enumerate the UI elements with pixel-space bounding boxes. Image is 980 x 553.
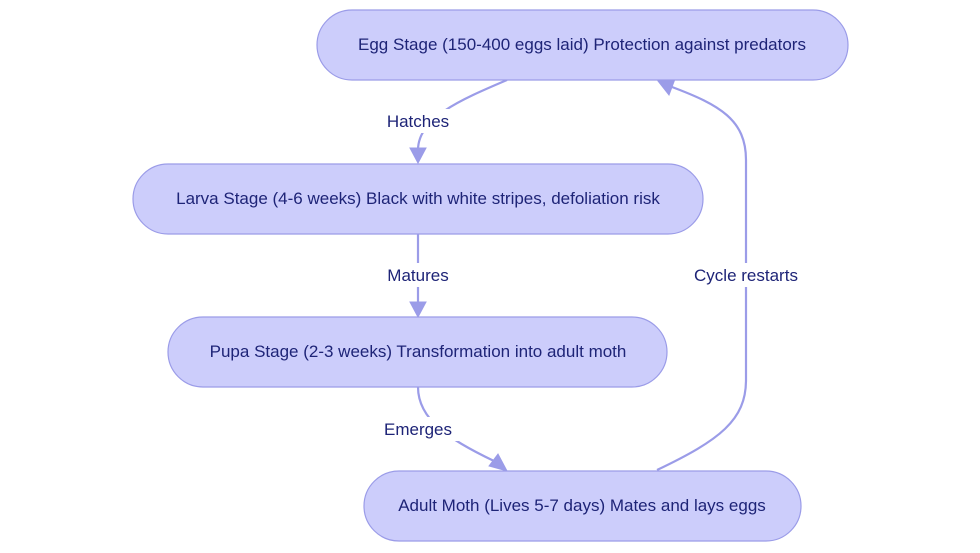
arrowhead-pupa bbox=[409, 301, 427, 319]
arrowhead-egg bbox=[657, 78, 676, 97]
edge-label-emerges: Emerges bbox=[384, 420, 452, 439]
arrowhead-larva bbox=[409, 147, 427, 165]
edge-label-cycle-restarts: Cycle restarts bbox=[694, 266, 798, 285]
edge-labels: Hatches Matures Emerges Cycle restarts bbox=[376, 109, 808, 441]
edge-label-hatches: Hatches bbox=[387, 112, 449, 131]
node-adult-moth-label: Adult Moth (Lives 5-7 days) Mates and la… bbox=[398, 496, 766, 515]
node-egg-stage-label: Egg Stage (150-400 eggs laid) Protection… bbox=[358, 35, 806, 54]
node-larva-stage: Larva Stage (4-6 weeks) Black with white… bbox=[132, 163, 704, 235]
node-adult-moth: Adult Moth (Lives 5-7 days) Mates and la… bbox=[363, 470, 802, 542]
node-larva-stage-label: Larva Stage (4-6 weeks) Black with white… bbox=[176, 189, 660, 208]
arrowhead-adult bbox=[488, 453, 508, 472]
edge-label-matures: Matures bbox=[387, 266, 448, 285]
node-pupa-stage-label: Pupa Stage (2-3 weeks) Transformation in… bbox=[210, 342, 627, 361]
node-pupa-stage: Pupa Stage (2-3 weeks) Transformation in… bbox=[167, 316, 668, 388]
node-egg-stage: Egg Stage (150-400 eggs laid) Protection… bbox=[316, 9, 849, 81]
